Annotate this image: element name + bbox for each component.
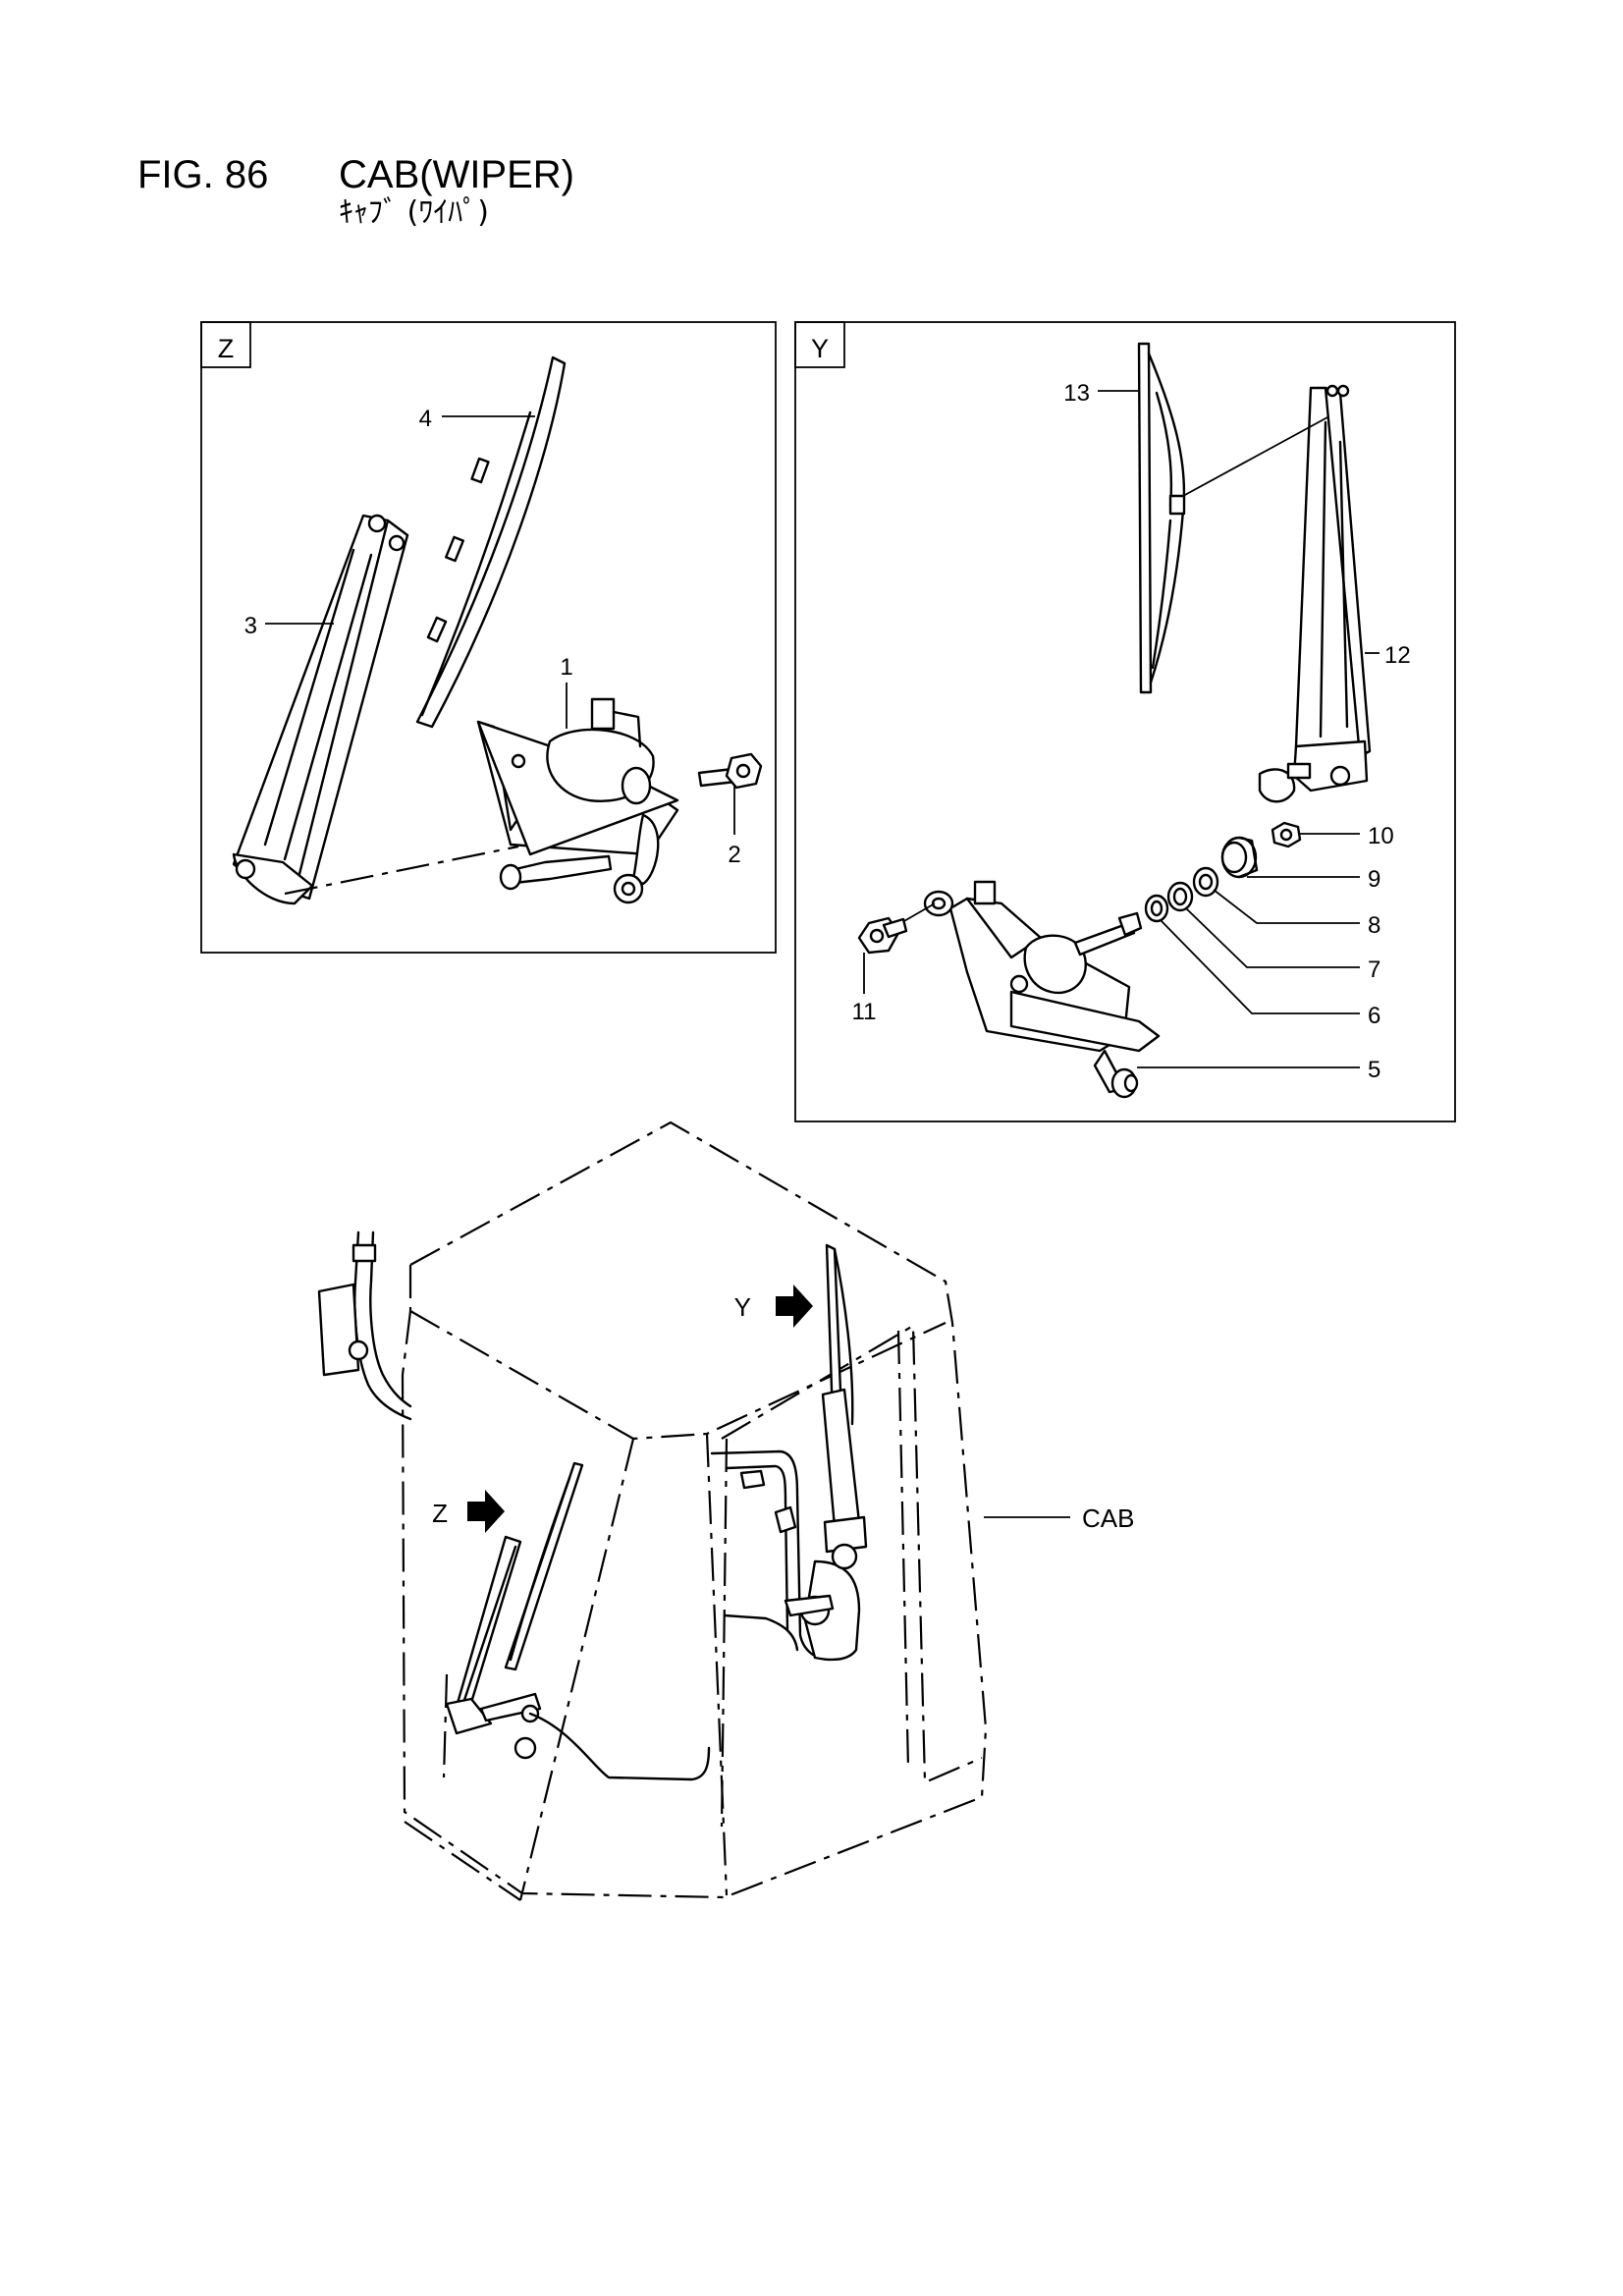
washer-icon: [1144, 894, 1169, 923]
wiper-motor-icon: [476, 697, 679, 904]
arrow-label-y: Y: [734, 1292, 751, 1322]
callout-13: 13: [1063, 380, 1090, 407]
figure-subtitle-japanese: ｷｬﾌﾞ (ﾜｲﾊﾟ): [339, 195, 489, 230]
callout-9: 9: [1368, 866, 1380, 893]
wiper-arm-icon: [232, 514, 409, 905]
callout-10: 10: [1368, 823, 1394, 849]
wiper-arm-icon: [1258, 384, 1372, 803]
callout-1: 1: [560, 654, 572, 681]
cab-overview: Y Z CAB: [317, 1121, 1134, 1901]
wiper-arm-icon: [445, 1461, 584, 1760]
callout-2: 2: [728, 842, 740, 868]
callout-6: 6: [1368, 1003, 1380, 1029]
callout-4: 4: [419, 406, 432, 432]
wiper-arm-icon: [821, 1243, 868, 1570]
callout-7: 7: [1368, 957, 1380, 983]
view-z-panel: Z: [200, 321, 777, 954]
arrow-right-icon: [776, 1285, 813, 1328]
view-y-tag: Y: [811, 334, 829, 363]
wiper-blade-icon: [415, 355, 567, 729]
washer-icon: [1166, 881, 1194, 912]
arrow-right-icon: [467, 1490, 505, 1533]
callout-cab: CAB: [1082, 1503, 1134, 1533]
callout-8: 8: [1368, 912, 1380, 939]
callout-5: 5: [1368, 1057, 1380, 1083]
bolt-icon: [697, 752, 763, 790]
view-z-tag: Z: [218, 334, 235, 363]
figure-number: FIG. 86: [137, 153, 269, 196]
nut-icon: [1192, 866, 1219, 898]
figure-title: CAB(WIPER): [339, 153, 574, 196]
callout-12: 12: [1384, 642, 1411, 669]
view-y-panel: Y: [794, 321, 1456, 1122]
cap-nut-icon: [1220, 836, 1259, 879]
callout-11: 11: [852, 999, 877, 1025]
wiper-blade-icon: [1137, 342, 1186, 694]
arrow-label-z: Z: [432, 1499, 448, 1528]
wiper-motor-icon: [923, 880, 1161, 1099]
callout-3: 3: [244, 613, 257, 639]
bolt-icon: [857, 916, 908, 955]
nut-icon: [1271, 821, 1302, 848]
